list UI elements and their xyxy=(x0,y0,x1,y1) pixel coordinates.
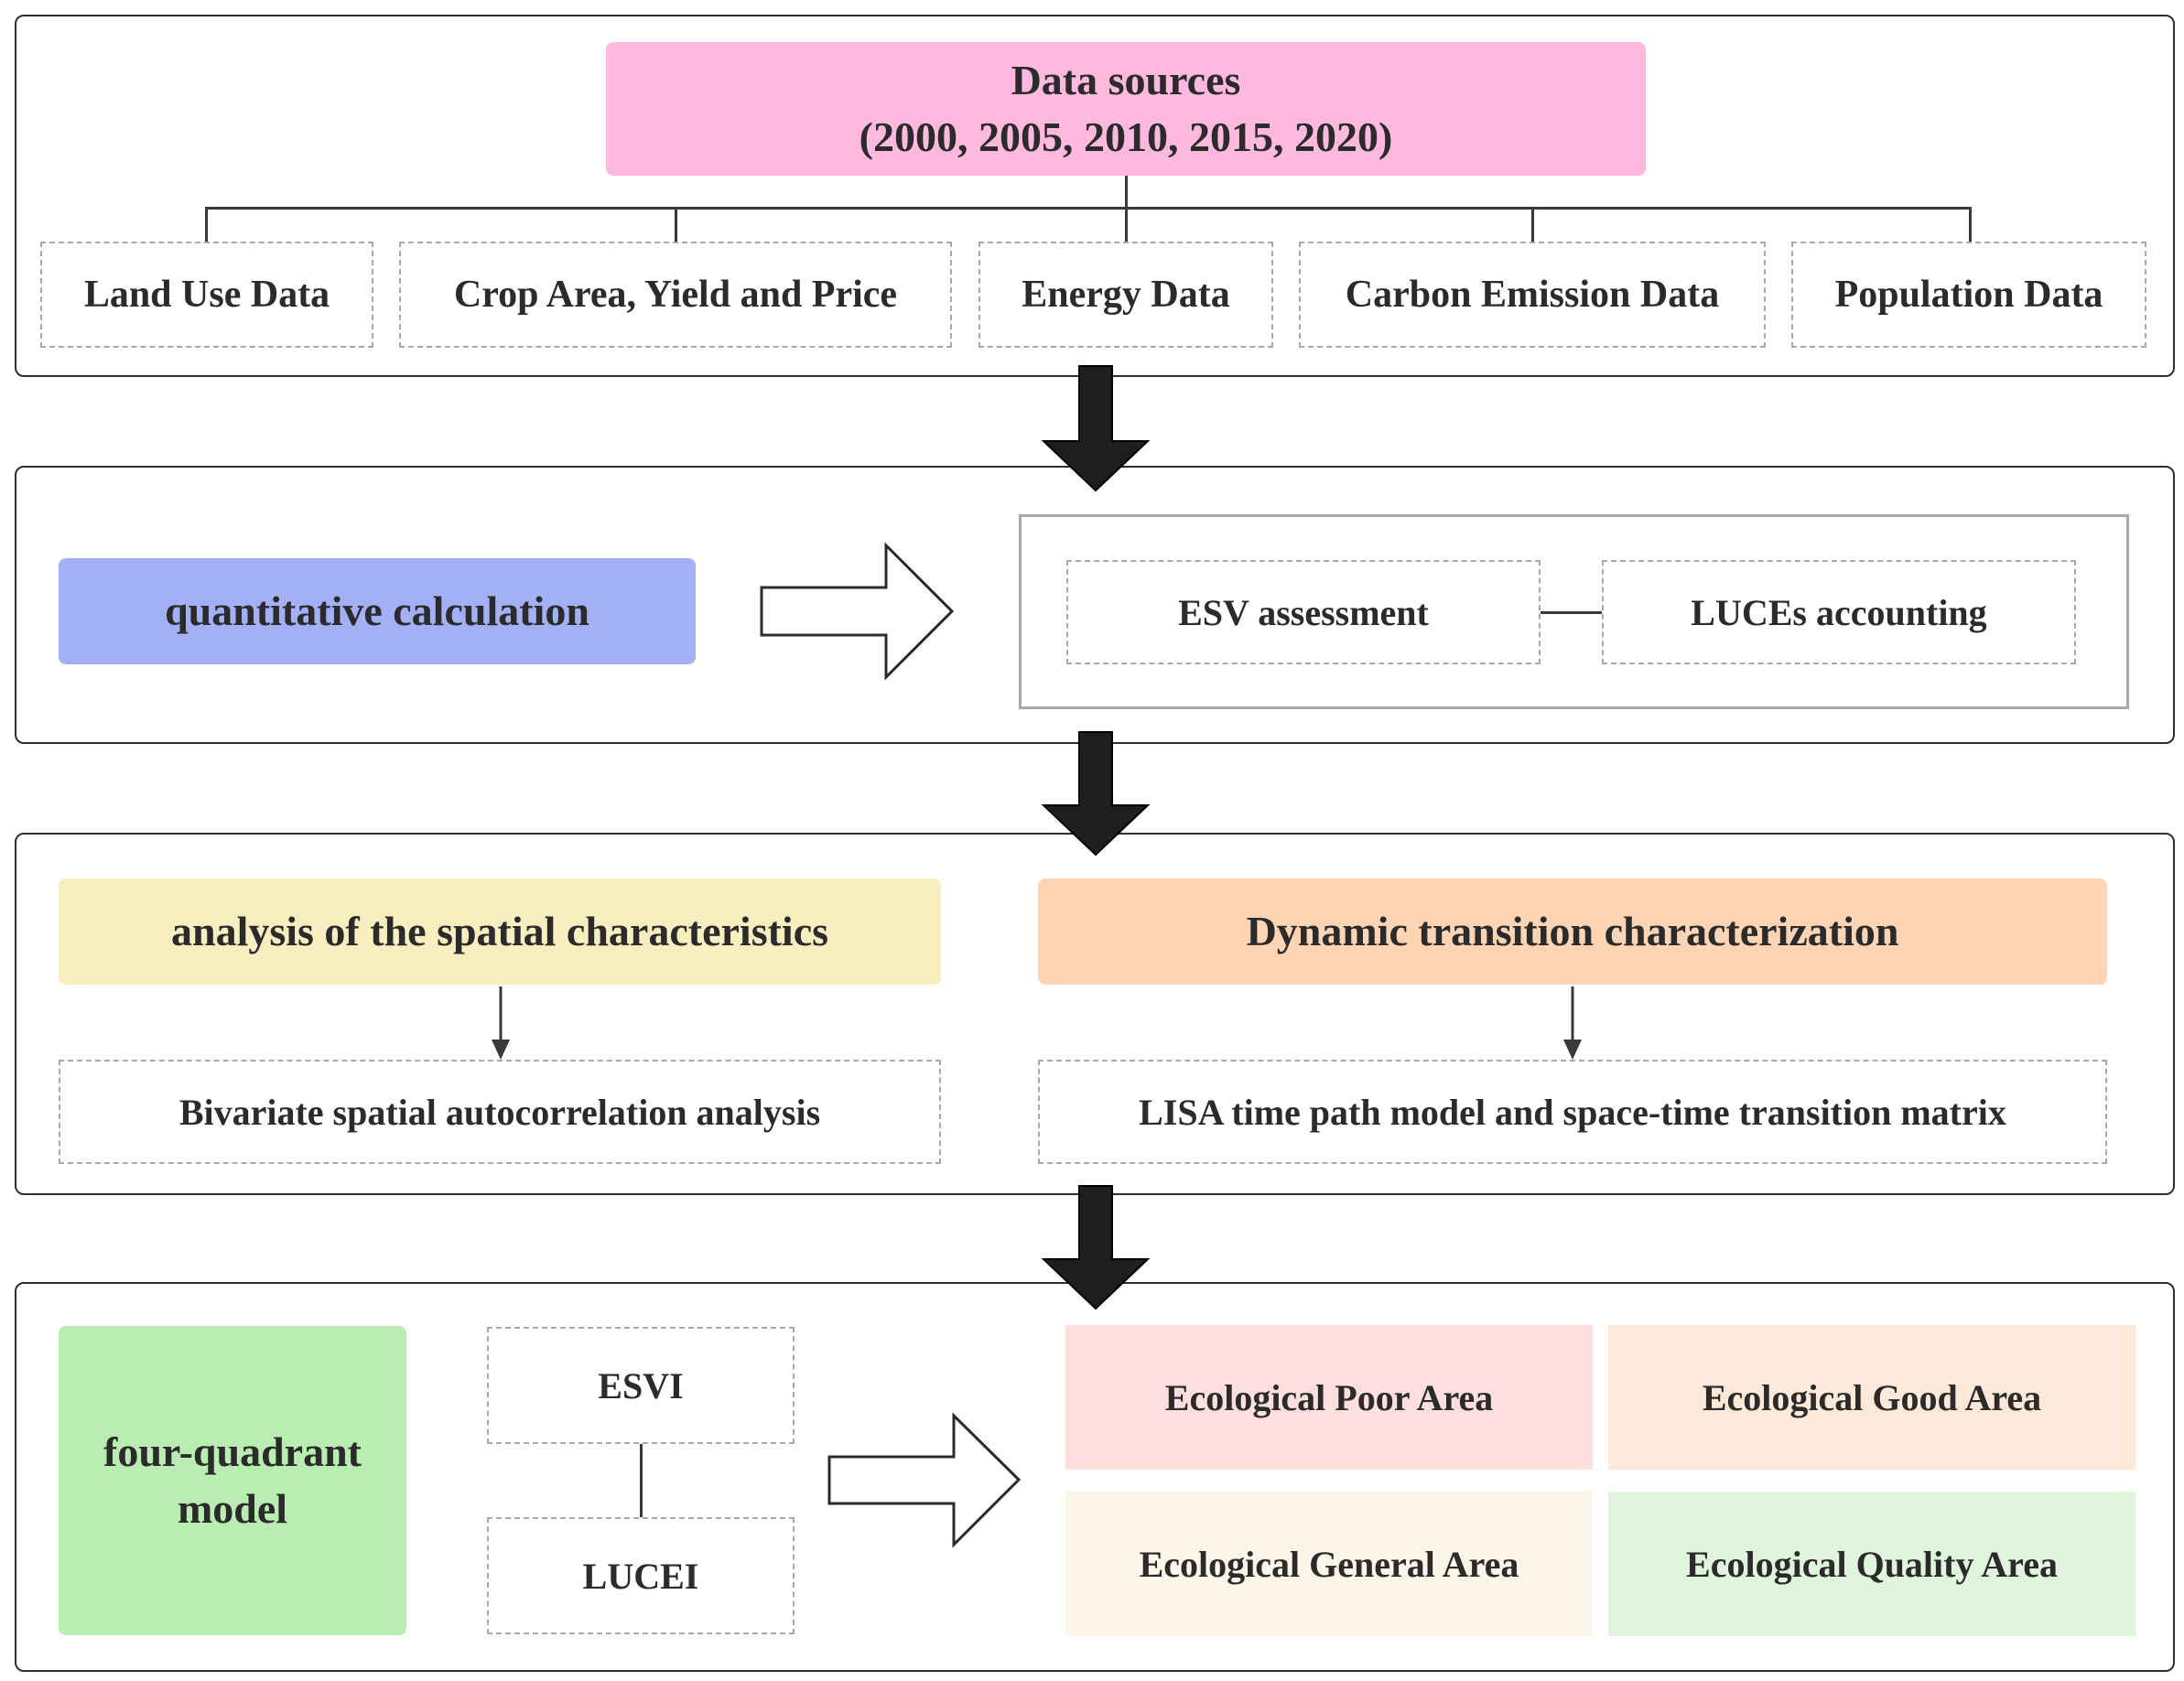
spatial-characteristics-box: analysis of the spatial characteristics xyxy=(59,878,941,985)
spatial-connector-head xyxy=(492,1040,510,1060)
luces-accounting-box: LUCEs accounting xyxy=(1602,560,2076,664)
esv-luces-connector xyxy=(1541,611,1603,614)
dynamic-transition-box: Dynamic transition characterization xyxy=(1038,878,2107,985)
ecological-quality-area: Ecological Quality Area xyxy=(1608,1492,2135,1636)
source-item-land-use: Land Use Data xyxy=(40,242,373,348)
esvi-lucei-connector xyxy=(640,1444,643,1517)
tree-drop-4 xyxy=(1531,207,1534,242)
tree-drop-1 xyxy=(205,207,208,242)
source-item-population: Population Data xyxy=(1791,242,2146,348)
data-sources-box: Data sources (2000, 2005, 2010, 2015, 20… xyxy=(606,42,1646,176)
tree-bar xyxy=(205,207,1972,210)
quantitative-calculation-box: quantitative calculation xyxy=(59,558,696,664)
source-item-crop: Crop Area, Yield and Price xyxy=(399,242,952,348)
lucei-box: LUCEI xyxy=(487,1517,795,1634)
bivariate-analysis-box: Bivariate spatial autocorrelation analys… xyxy=(59,1060,941,1164)
four-quadrant-model-box: four-quadrant model xyxy=(59,1326,406,1635)
data-sources-title: Data sources xyxy=(1011,57,1241,103)
ecological-general-area: Ecological General Area xyxy=(1065,1492,1593,1636)
right-arrow-model xyxy=(827,1412,1022,1548)
tree-drop-3 xyxy=(1125,207,1128,242)
right-arrow-calculation xyxy=(760,542,955,681)
data-sources-years: (2000, 2005, 2010, 2015, 2020) xyxy=(859,113,1393,160)
source-item-carbon: Carbon Emission Data xyxy=(1299,242,1766,348)
ecological-poor-area: Ecological Poor Area xyxy=(1065,1325,1593,1470)
tree-drop-5 xyxy=(1969,207,1972,242)
dynamic-connector-head xyxy=(1563,1040,1582,1060)
lisa-time-path-box: LISA time path model and space-time tran… xyxy=(1038,1060,2107,1164)
esvi-box: ESVI xyxy=(487,1327,795,1444)
calculation-group-frame xyxy=(1019,514,2129,709)
down-arrow-1 xyxy=(1041,365,1151,492)
tree-drop-2 xyxy=(675,207,677,242)
down-arrow-2 xyxy=(1041,731,1151,857)
source-item-energy: Energy Data xyxy=(978,242,1273,348)
tree-stem xyxy=(1125,176,1128,209)
esv-assessment-box: ESV assessment xyxy=(1066,560,1541,664)
down-arrow-3 xyxy=(1041,1185,1151,1310)
ecological-good-area: Ecological Good Area xyxy=(1608,1325,2135,1470)
